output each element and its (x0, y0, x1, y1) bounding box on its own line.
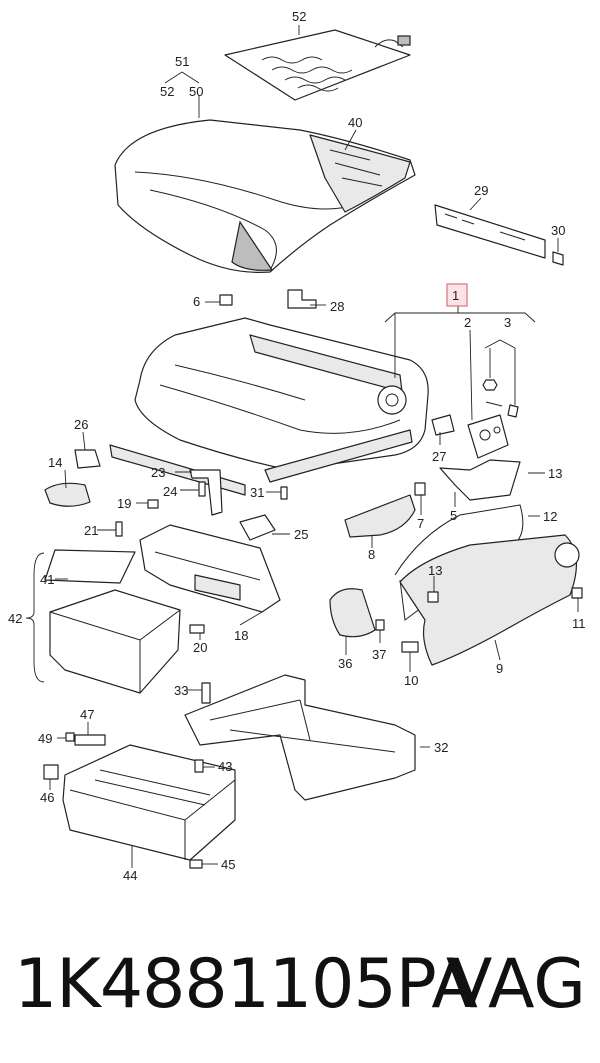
callout-23: 23 (151, 465, 165, 480)
hinge-bracket (467, 379, 519, 459)
bolt-33 (201, 682, 211, 704)
bolt-43 (194, 759, 204, 773)
clip-20 (189, 624, 205, 634)
callout-21: 21 (84, 523, 98, 538)
screw-24 (198, 481, 206, 497)
callout-51: 51 (175, 54, 189, 69)
callout-50: 50 (189, 84, 203, 99)
mat-41 (44, 549, 136, 584)
callout-37: 37 (372, 647, 386, 662)
callout-1: 1 (452, 288, 459, 303)
leader-lines (25, 25, 579, 868)
callout-44: 44 (123, 868, 137, 883)
cover-14 (44, 482, 91, 507)
plug-46 (43, 764, 59, 780)
callout-28: 28 (330, 299, 344, 314)
callout-13b: 13 (428, 563, 442, 578)
screw-31 (280, 486, 288, 500)
callout-46: 46 (40, 790, 54, 805)
clip-45 (189, 859, 203, 869)
seat-cushion (114, 119, 416, 273)
base-tray-18 (139, 524, 281, 613)
seat-rail-cover (434, 204, 564, 266)
part-27 (431, 414, 455, 436)
switch-47 (74, 734, 106, 746)
callout-40: 40 (348, 115, 362, 130)
exploded-parts-diagram: 52 51 52 50 40 29 30 1 6 28 2 3 26 14 27… (8, 9, 586, 883)
callout-12: 12 (543, 509, 557, 524)
callout-14: 14 (48, 455, 62, 470)
callout-10: 10 (404, 673, 418, 688)
storage-box-44 (62, 744, 236, 861)
screw-21 (115, 521, 123, 537)
callout-24: 24 (163, 484, 177, 499)
bolt-6 (219, 294, 233, 306)
callout-36: 36 (338, 656, 352, 671)
callout-52b: 52 (160, 84, 174, 99)
callout-49: 49 (38, 731, 52, 746)
knob-socket (554, 542, 580, 568)
callout-2: 2 (464, 315, 471, 330)
clip-49 (65, 732, 75, 742)
callout-31: 31 (250, 485, 264, 500)
callout-33: 33 (174, 683, 188, 698)
cover-26 (74, 449, 101, 469)
callout-42: 42 (8, 611, 22, 626)
subframe-32 (184, 674, 416, 801)
callout-27: 27 (432, 449, 446, 464)
side-trim-8 (344, 494, 416, 538)
part-25 (239, 514, 276, 541)
callout-41: 41 (40, 572, 54, 587)
callout-30: 30 (551, 223, 565, 238)
callout-labels: 52 51 52 50 40 29 30 1 6 28 2 3 26 14 27… (8, 9, 586, 883)
callout-8: 8 (368, 547, 375, 562)
screw-11 (571, 587, 583, 599)
callout-32: 32 (434, 740, 448, 755)
handle-36 (329, 588, 376, 638)
bracket-23 (189, 469, 223, 516)
brand-label: VAG (445, 945, 586, 1024)
heating-mat (224, 29, 411, 101)
screw-19 (147, 499, 159, 509)
seat-frame (109, 317, 429, 496)
callout-7: 7 (417, 516, 424, 531)
bracket-5 (439, 459, 521, 501)
callout-20: 20 (193, 640, 207, 655)
callout-25: 25 (294, 527, 308, 542)
clip-7 (414, 482, 426, 496)
callout-47: 47 (80, 707, 94, 722)
side-panel-9 (399, 534, 578, 666)
part-number: 1K4881105PA (14, 945, 478, 1024)
clip-10 (401, 641, 419, 653)
callout-45: 45 (221, 857, 235, 872)
callout-52: 52 (292, 9, 306, 24)
callout-26: 26 (74, 417, 88, 432)
callout-3: 3 (504, 315, 511, 330)
callout-19: 19 (117, 496, 131, 511)
callout-43: 43 (218, 759, 232, 774)
callout-13: 13 (548, 466, 562, 481)
callout-6: 6 (193, 294, 200, 309)
drawer-42 (49, 589, 181, 694)
callout-11: 11 (572, 616, 586, 631)
screw-37 (375, 619, 385, 631)
screw-13b (427, 591, 439, 603)
callout-5: 5 (450, 508, 457, 523)
highlight-box-1 (446, 283, 468, 307)
footer: 1K4881105PA VAG (0, 925, 600, 1045)
callout-29: 29 (474, 183, 488, 198)
callout-18: 18 (234, 628, 248, 643)
clip-28 (287, 289, 317, 309)
callout-9: 9 (496, 661, 503, 676)
